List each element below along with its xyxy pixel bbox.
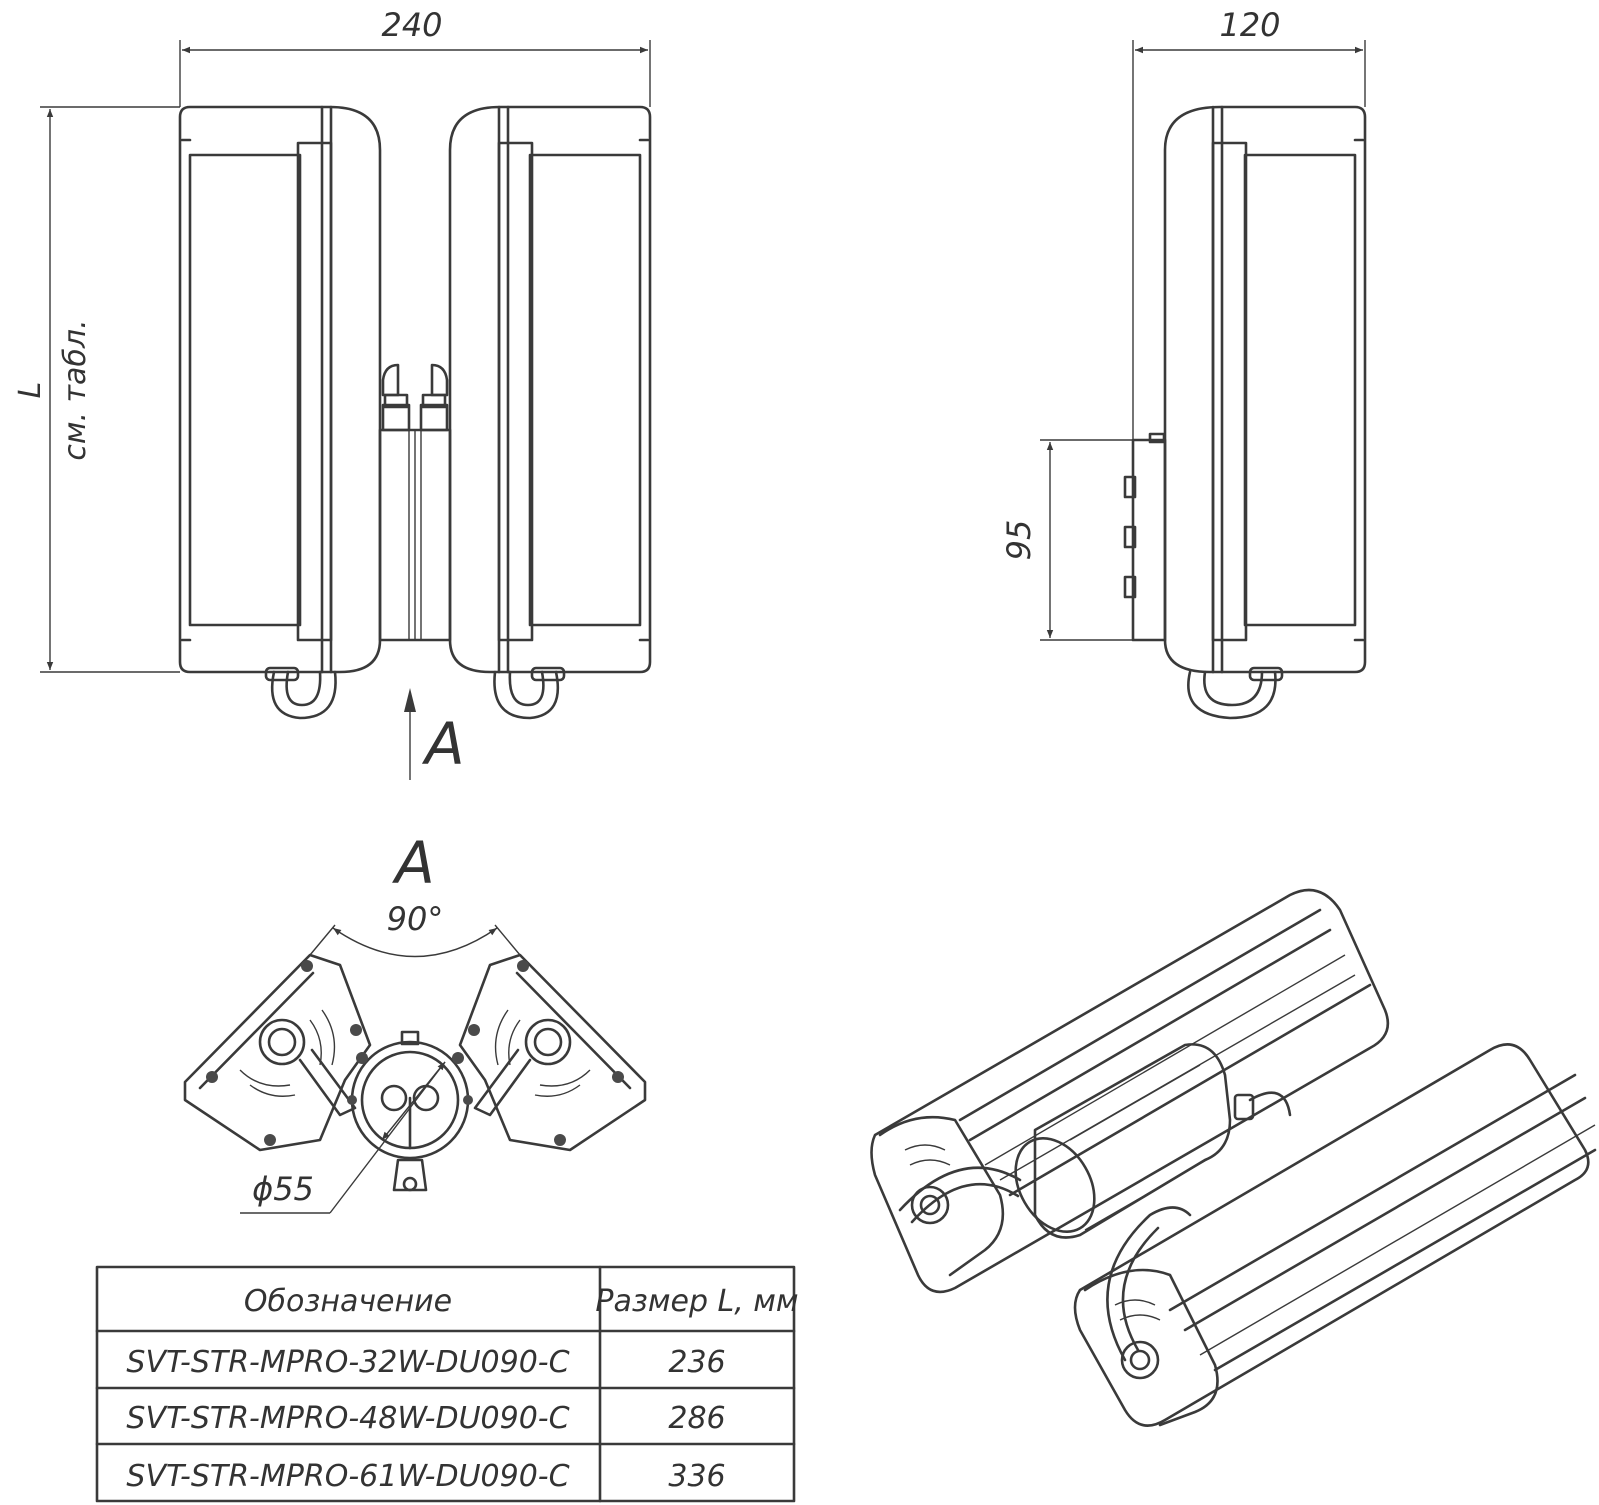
dimension-width-side: 120	[1132, 6, 1366, 440]
view-a-right-profile	[458, 953, 647, 1152]
table-row-1-model: SVT-STR-MPRO-32W-DU090-C	[126, 1345, 569, 1380]
iso-upper-module	[870, 888, 1390, 1294]
view-a-title: A	[391, 829, 435, 897]
spec-table: Обозначение Размер L, мм SVT-STR-MPRO-32…	[95, 1265, 799, 1503]
dimension-diameter: ϕ55	[240, 1061, 446, 1214]
front-right-module	[448, 105, 652, 720]
isometric-view	[870, 888, 1597, 1427]
table-row-2-model: SVT-STR-MPRO-48W-DU090-C	[126, 1401, 569, 1436]
iso-center-driver	[1014, 1043, 1292, 1239]
front-left-module	[178, 105, 382, 720]
view-arrow: A	[404, 688, 465, 780]
view-a: A	[183, 829, 647, 1214]
front-view: A 240 L см. табл.	[13, 6, 652, 780]
table-row-2-size: 286	[668, 1401, 725, 1436]
dimension-width-front-label: 240	[381, 6, 442, 44]
view-arrow-label: A	[421, 710, 465, 778]
view-a-left-profile	[183, 953, 372, 1152]
dimension-angle-label: 90°	[387, 900, 444, 938]
dimension-length-symbol: L	[13, 382, 48, 399]
dimension-diameter-label: ϕ55	[252, 1170, 314, 1208]
dimension-mount-height: 95	[1000, 439, 1133, 641]
table-row-1-size: 236	[668, 1345, 725, 1380]
dimension-angle: 90°	[309, 900, 521, 958]
front-center-driver	[378, 363, 452, 642]
dimension-width-front: 240	[179, 6, 651, 107]
table-header-designation: Обозначение	[244, 1284, 452, 1319]
iso-lower-module	[1073, 1043, 1597, 1427]
table-row-3-model: SVT-STR-MPRO-61W-DU090-C	[126, 1459, 569, 1494]
dimension-mount-height-label: 95	[1000, 520, 1038, 561]
table-row-3-size: 336	[668, 1459, 725, 1494]
dimension-length-note: см. табл.	[58, 319, 93, 460]
dimension-length: L см. табл.	[13, 106, 180, 673]
side-view: 120 95	[1000, 6, 1367, 720]
table-header-size: Размер L, мм	[595, 1284, 798, 1319]
dimension-width-side-label: 120	[1219, 6, 1280, 44]
